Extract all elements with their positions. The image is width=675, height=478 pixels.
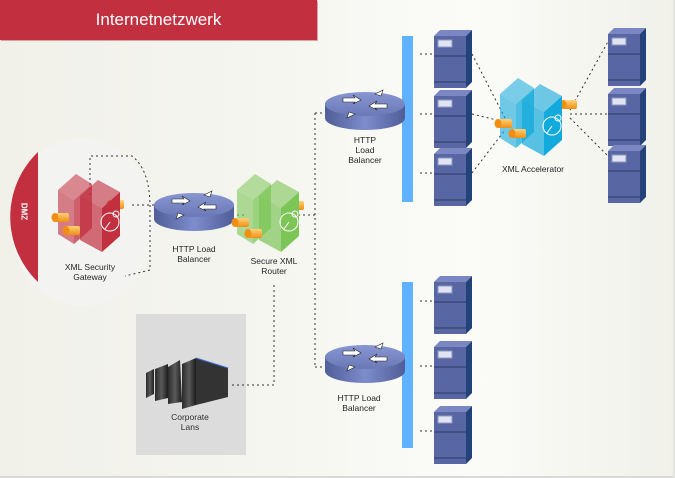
label-line: HTTP Load <box>337 393 381 403</box>
label-line: XML Security <box>64 262 116 272</box>
label-line: HTTP <box>353 135 377 145</box>
link-corporate <box>230 285 275 386</box>
network-bus-top <box>402 36 413 202</box>
xml-accelerator-icon <box>494 77 577 157</box>
server-icon <box>433 275 473 335</box>
server-icon <box>433 405 473 465</box>
corporate-lans-label: Corporate Lans <box>150 412 230 432</box>
label-line: Corporate <box>171 412 209 422</box>
link-gateway-loop <box>89 155 151 277</box>
server-icon <box>607 87 647 147</box>
label-line: HTTP Load <box>172 244 216 254</box>
label-line: Gateway <box>73 272 107 282</box>
dmz-label: DMZ <box>19 202 29 221</box>
label-line: Lans <box>180 422 200 432</box>
load-balancer-icon <box>153 190 235 232</box>
xml-accelerator-label: XML Accelerator <box>488 164 578 174</box>
http-lb-bottom-label: HTTP Load Balancer <box>319 393 399 413</box>
network-bus-bottom <box>402 282 413 448</box>
server-icon <box>433 89 473 149</box>
secure-router-label: Secure XML Router <box>234 256 314 276</box>
bottom-border <box>0 476 675 478</box>
label-line: Load <box>355 145 375 155</box>
server-icon <box>433 29 473 89</box>
label-line: Router <box>261 266 287 276</box>
server-icon <box>607 144 647 204</box>
dmz-zone <box>10 152 39 282</box>
label-line: Secure XML <box>250 256 298 266</box>
mainframe-icon <box>146 357 229 409</box>
load-balancer-icon <box>324 342 406 384</box>
server-icon <box>607 27 647 87</box>
http-lb-top-label: HTTP Load Balancer <box>325 135 405 165</box>
label-line: Balancer <box>177 254 211 264</box>
label-line: Balancer <box>342 403 376 413</box>
load-balancer-icon <box>324 89 406 131</box>
server-icon <box>433 147 473 207</box>
page-title: Internetnetzwerk <box>95 10 222 29</box>
http-lb-main-label: HTTP Load Balancer <box>150 244 238 264</box>
security-gateway-label: XML Security Gateway <box>50 262 130 282</box>
label-line: Balancer <box>348 155 382 165</box>
secure-router-icon <box>231 173 304 253</box>
title-banner: Internetnetzwerk <box>0 0 317 40</box>
right-border <box>673 0 675 478</box>
label-line: XML Accelerator <box>501 164 565 174</box>
server-icon <box>433 340 473 400</box>
